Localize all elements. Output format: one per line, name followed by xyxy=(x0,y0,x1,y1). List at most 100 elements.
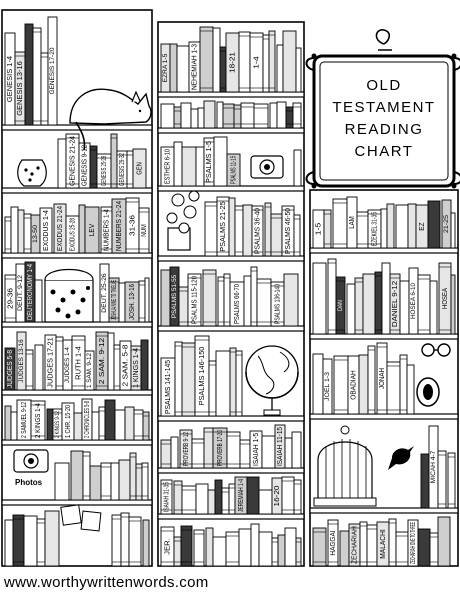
book-spine xyxy=(133,409,144,441)
book-spine xyxy=(36,518,46,567)
book-spine xyxy=(187,273,202,327)
book-spine xyxy=(312,262,327,335)
book-spine xyxy=(32,27,42,126)
book-spine xyxy=(17,209,25,254)
book-spine xyxy=(367,345,376,415)
sleeping-cat-illustration xyxy=(69,88,152,151)
book-spine xyxy=(395,531,409,567)
book-spine xyxy=(323,209,332,249)
book-spine xyxy=(238,528,252,567)
book-spine xyxy=(285,106,294,129)
vase xyxy=(17,159,47,187)
book-spine xyxy=(258,531,273,567)
book-spine xyxy=(144,277,150,323)
book-spine xyxy=(126,150,134,189)
book-spine xyxy=(47,16,58,126)
book-spine xyxy=(118,459,131,501)
book-label: JUDGES 1-4 xyxy=(65,346,71,383)
book-spine xyxy=(160,269,171,327)
book-label: 2 SAMUEL 9-12 xyxy=(21,402,28,438)
book-spine xyxy=(234,205,244,257)
book-spine xyxy=(228,197,236,257)
book-label: JUDGES 13-16 xyxy=(19,339,25,383)
book-spine xyxy=(407,203,417,249)
globe xyxy=(245,345,299,416)
title-line-2: TESTAMENT xyxy=(332,99,435,116)
book-spine xyxy=(181,342,196,417)
book-spine xyxy=(118,282,126,323)
book-spine xyxy=(251,205,264,257)
book-label: PSALMS 51-55 xyxy=(172,274,178,318)
book-spine xyxy=(39,207,53,254)
book-spine xyxy=(207,489,216,515)
book-label: ZECHARIAH xyxy=(351,526,358,564)
book-spine xyxy=(225,531,240,567)
book-label: HAGGAI xyxy=(330,530,337,555)
book-spine xyxy=(293,479,302,515)
book-label: 1-4 xyxy=(253,56,260,69)
book-spine xyxy=(291,431,302,469)
book-spine xyxy=(346,283,356,335)
book-label: ZECHARIAH ONE TO THREE xyxy=(410,522,417,564)
book-spine xyxy=(10,206,19,254)
chart-title: OLD TESTAMENT READING CHART xyxy=(332,77,435,160)
book-label: EXODUS 1-4 xyxy=(43,210,50,251)
book-spine xyxy=(129,452,137,501)
book-spine xyxy=(417,528,431,567)
book-spine xyxy=(132,148,147,189)
book-label: 2 CHRONICLES 5-8 xyxy=(84,401,91,438)
book-spine xyxy=(327,519,339,567)
book-spine xyxy=(235,350,243,417)
book-spine xyxy=(204,201,218,257)
book-spine xyxy=(191,438,205,469)
book-spine xyxy=(4,347,16,391)
book-spine xyxy=(212,27,221,93)
book-label: EZRA 1-5 xyxy=(163,53,169,83)
book-spine xyxy=(226,431,241,469)
book-spine xyxy=(202,269,217,327)
book-spine xyxy=(84,350,95,391)
book-label: 1-5 xyxy=(315,223,322,236)
book-spine xyxy=(358,354,369,415)
book-spine xyxy=(110,133,118,189)
book-spine xyxy=(429,532,439,567)
book-spine xyxy=(399,280,410,335)
book-spine xyxy=(205,527,214,567)
book-label: PSALMS 146-150 xyxy=(199,347,206,406)
book-label: GENESIS 13-16 xyxy=(17,61,24,116)
book-spine xyxy=(295,537,302,567)
book-label: ISAIAH 11-15 xyxy=(277,427,284,466)
book-spine xyxy=(281,476,295,515)
book-spine xyxy=(176,45,190,93)
book-label: JOEL 1-3 xyxy=(325,371,331,401)
book-spine xyxy=(233,104,242,129)
book-spine xyxy=(180,102,192,129)
book-label: 21-25 xyxy=(444,214,450,233)
book-label: PSALMS 36-40 xyxy=(254,208,261,254)
book-spine xyxy=(268,30,276,93)
book-spine xyxy=(219,46,227,93)
book-spine xyxy=(427,200,441,249)
book-spine xyxy=(429,280,438,335)
book-spine xyxy=(354,277,364,335)
book-label: GEN xyxy=(136,162,143,175)
book-spine xyxy=(140,339,149,391)
book-spine xyxy=(243,275,252,327)
book-spine xyxy=(142,411,150,441)
book-label: GENESIS 29-32 xyxy=(119,153,126,186)
book-spine xyxy=(114,409,126,441)
book-spine xyxy=(170,436,179,469)
book-spine xyxy=(359,521,368,567)
book-spine xyxy=(23,515,38,567)
book-spine xyxy=(142,519,150,567)
shelf-decorations xyxy=(13,29,460,532)
book-label: JONAH xyxy=(379,368,386,389)
book-label: RUTH 1-4 xyxy=(75,346,82,380)
book-spine xyxy=(208,360,217,417)
book-spine xyxy=(113,344,121,391)
book-spine xyxy=(46,408,54,441)
book-label: 1 KINGS 1-4 xyxy=(133,348,140,388)
book-spine xyxy=(276,101,287,129)
book-spine xyxy=(54,462,70,501)
book-label: EXODUS 21-24 xyxy=(57,206,64,251)
